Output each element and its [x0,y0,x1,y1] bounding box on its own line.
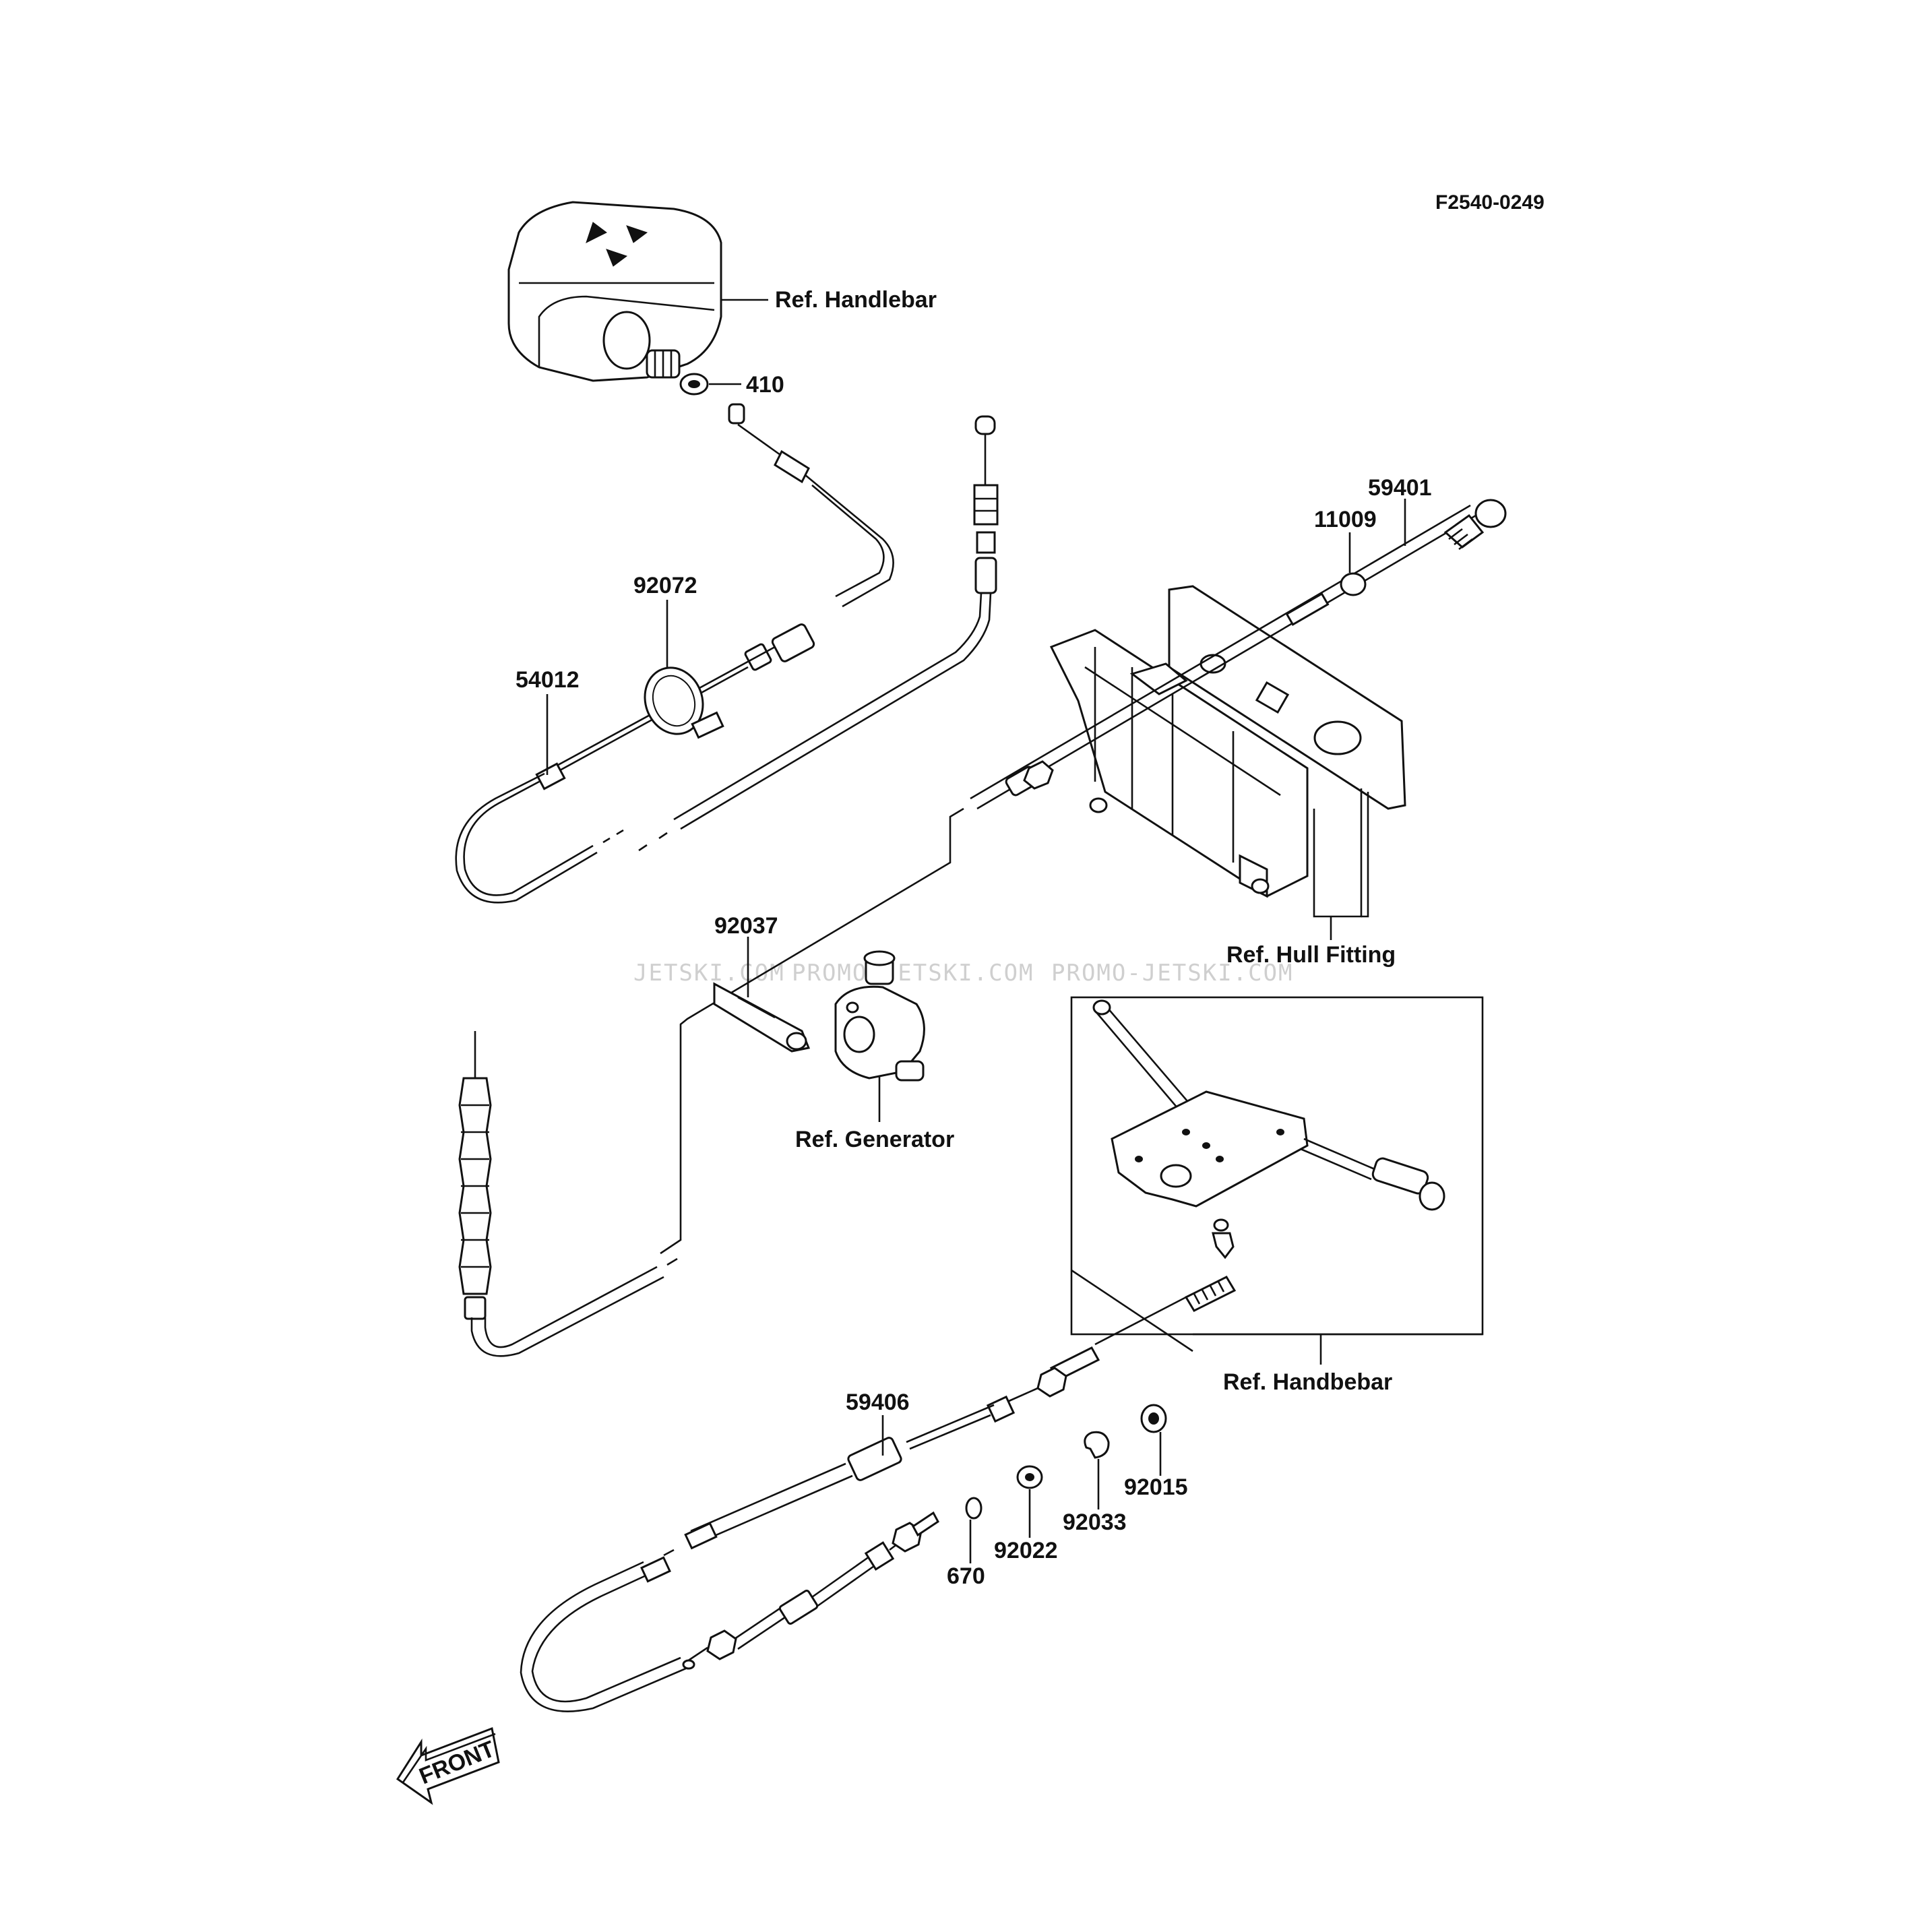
part-number-54012: 54012 [516,667,580,693]
washer-410-hole [688,380,700,388]
part-number-11009: 11009 [1314,507,1377,532]
cable-54012 [455,403,894,904]
generator [834,950,925,1082]
part-number-92033: 92033 [1063,1509,1127,1535]
part-number-92015: 92015 [1124,1474,1188,1500]
figure-code: F2540-0249 [1435,191,1545,214]
label-ref-generator: Ref. Generator [795,1127,954,1152]
bracket-92037 [713,982,811,1053]
cable-break-line-lower [660,1009,702,1255]
throttle-housing [507,201,722,382]
front-arrow: FRONT [396,1726,500,1805]
leader-hull-fitting-right [1361,792,1369,918]
part-number-92072: 92072 [633,573,697,598]
part-number-59401: 59401 [1368,475,1432,501]
label-ref-handlebar-top: Ref. Handlebar [775,287,937,313]
o-ring-670 [965,1497,983,1520]
part-number-410: 410 [746,372,784,398]
label-ref-hull-fitting: Ref. Hull Fitting [1226,942,1396,968]
cable-break-line-upper [700,807,964,1012]
watermark-3: PROMO-JETSKI.COM [1051,960,1294,987]
nut-92015-hole [1148,1412,1159,1425]
lockwasher-92033 [1084,1431,1110,1459]
label-ref-handbebar: Ref. Handbebar [1223,1369,1392,1395]
cable-59401 [970,499,1507,810]
watermark-1: JETSKI.COM [633,960,785,987]
part-number-59406: 59406 [846,1390,910,1415]
part-number-92037: 92037 [714,913,778,939]
clamp-92072 [644,666,724,739]
handlebar-lower [1092,999,1445,1259]
watermark-2: PROMO-JETSKI.COM [792,960,1034,987]
part-number-92022: 92022 [994,1538,1058,1563]
cable-lower-left [458,1031,678,1357]
leader-handlebar-box-link [1071,1269,1193,1352]
washer-92022-hole [1025,1473,1034,1481]
part-number-670: 670 [947,1563,985,1589]
cable-upper-middle [638,415,999,852]
cable-59406 [520,1276,1237,1712]
leader-hull-fitting-left [1313,788,1363,918]
hull-fitting [1049,585,1406,898]
